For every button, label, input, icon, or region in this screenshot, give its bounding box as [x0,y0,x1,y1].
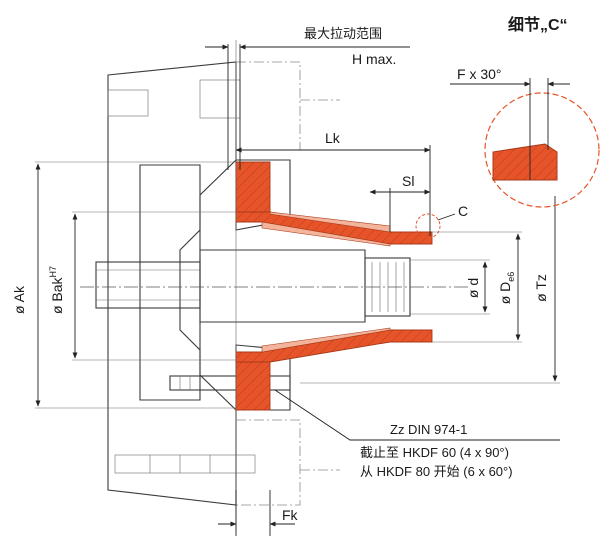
zz-label: Zz DIN 974-1 [390,422,467,437]
chamfer-label: F x 30° [457,66,502,82]
fk-label: Fk [282,507,299,523]
sl-label: Sl [402,173,414,189]
tz-label: ø Tz [533,274,549,302]
bak-main: ø Bak [49,276,65,314]
detail-title: 细节„C“ [508,15,568,34]
note-1: 截止至 HKDF 60 (4 x 90°) [360,445,509,460]
ak-label: ø Ak [11,285,27,314]
d-label: ø d [465,278,481,298]
collet [235,161,433,411]
chuck-body [95,61,411,506]
lk-label: Lk [325,130,341,146]
h-max-label: H max. [352,51,396,67]
detail-c [415,78,600,239]
de-main: ø D [497,282,513,305]
range-caption: 最大拉动范围 [304,26,382,41]
de-label: ø De6 [497,272,516,305]
c-label: C [458,203,468,219]
dimension-lines [35,44,560,536]
phantom-lines [236,61,340,506]
de-sub: e6 [506,272,516,282]
note-2: 从 HKDF 80 开始 (6 x 60°) [360,464,513,479]
bak-sup: H7 [48,266,58,278]
bak-label: ø BakH7 [48,266,65,314]
